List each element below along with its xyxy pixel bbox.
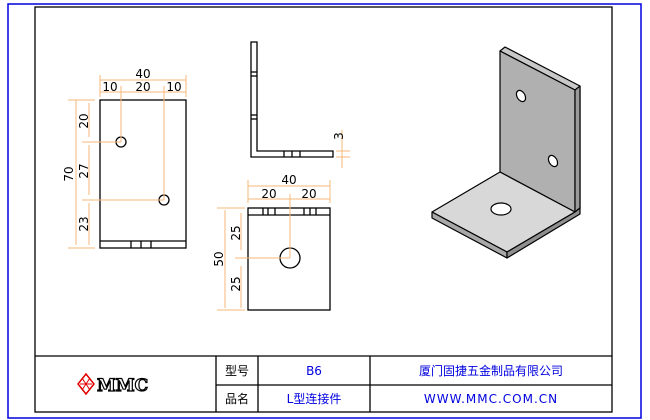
logo-text: MMC bbox=[97, 376, 148, 396]
dim-thickness: 3 bbox=[332, 132, 346, 140]
model-label: 型号 bbox=[224, 364, 249, 378]
name-value: L型连接件 bbox=[286, 392, 342, 406]
front-view: 40 20 20 50 25 25 bbox=[212, 173, 331, 311]
company-name: 厦门固捷五金制品有限公司 bbox=[418, 364, 563, 378]
dim-top-v2: 27 bbox=[77, 163, 91, 178]
dim-top-width: 40 bbox=[135, 67, 150, 81]
outer-frame bbox=[7, 3, 642, 419]
name-label: 品名 bbox=[224, 392, 249, 406]
side-view: 3 bbox=[250, 41, 350, 168]
dim-top-seg-right: 10 bbox=[166, 80, 181, 94]
isometric-view bbox=[431, 46, 581, 259]
website: WWW.MMC.COM.CN bbox=[423, 391, 559, 406]
dim-top-v1: 20 bbox=[77, 113, 91, 128]
model-value: B6 bbox=[306, 363, 322, 378]
dim-front-width: 40 bbox=[281, 173, 296, 187]
mmc-logo: MMC bbox=[77, 372, 149, 397]
dim-front-seg-right: 20 bbox=[301, 187, 316, 201]
dim-top-height: 70 bbox=[62, 166, 76, 181]
dim-front-height: 50 bbox=[212, 251, 226, 266]
dim-front-v2: 25 bbox=[229, 276, 243, 291]
title-block-grid bbox=[35, 355, 612, 412]
inner-frame bbox=[34, 6, 613, 413]
dim-top-seg-mid: 20 bbox=[135, 80, 150, 94]
dim-top-v3: 23 bbox=[77, 216, 91, 231]
dim-front-seg-left: 20 bbox=[261, 187, 276, 201]
top-view: 40 10 20 10 70 20 27 23 bbox=[62, 67, 187, 249]
dim-top-seg-left: 10 bbox=[102, 80, 117, 94]
dim-front-v1: 25 bbox=[229, 225, 243, 240]
